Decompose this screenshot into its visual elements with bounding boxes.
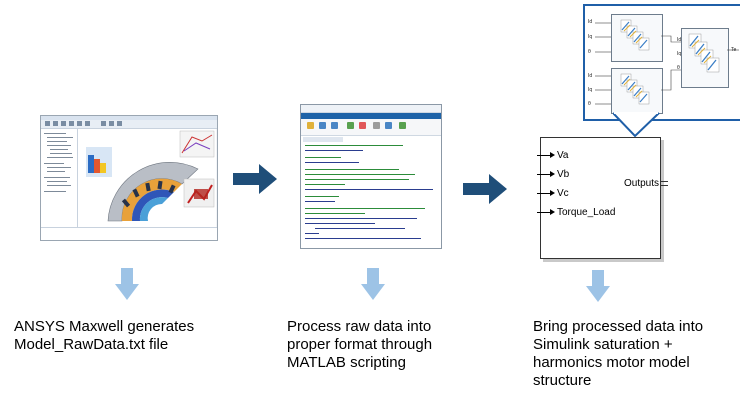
callout-label: θ — [588, 101, 591, 107]
caption-line: MATLAB scripting — [287, 354, 406, 371]
step-1-caption: ANSYS Maxwell generates Model_RawData.tx… — [14, 318, 244, 354]
down-arrow-2 — [361, 268, 385, 300]
input-port-arrow — [537, 209, 555, 215]
caption-line: structure — [533, 372, 592, 389]
caption-line: Simulink saturation + — [533, 336, 673, 353]
callout-wiring — [595, 19, 739, 105]
input-port-arrow — [537, 190, 555, 196]
caption-line: harmonics motor model — [533, 354, 690, 371]
output-port-label: Outputs — [624, 178, 660, 189]
callout-label: Id — [588, 19, 593, 25]
callout-label: θ — [588, 49, 591, 55]
input-port-vc: Vc — [557, 188, 569, 199]
caption-line: proper format through — [287, 336, 433, 353]
input-port-arrow — [537, 152, 555, 158]
flow-arrow-right-2 — [463, 174, 507, 204]
callout-label: Iq — [588, 87, 593, 93]
step-3-caption: Bring processed data into Simulink satur… — [533, 318, 740, 390]
input-port-va: Va — [557, 150, 569, 161]
caption-line: Process raw data into — [287, 318, 432, 335]
lookup-table-block — [611, 14, 663, 62]
matlab-editor-screenshot — [300, 104, 442, 249]
flow-arrow-right-1 — [233, 164, 277, 194]
down-arrow-3 — [586, 270, 610, 302]
callout-pointer — [613, 112, 660, 138]
simulink-block — [540, 137, 661, 259]
callout-label: Iq — [588, 34, 593, 40]
subsystem-detail-callout: Id Iq θ Id Iq θ Id Iq θ Te — [583, 4, 740, 121]
step-2-caption: Process raw data into proper format thro… — [287, 318, 487, 372]
input-port-vb: Vb — [557, 169, 570, 180]
callout-label: θ — [677, 65, 680, 71]
input-port-torque-load: Torque_Load — [557, 207, 616, 218]
output-port-line — [660, 181, 668, 186]
caption-line: ANSYS Maxwell generates — [14, 318, 195, 335]
caption-line: Bring processed data into — [533, 318, 704, 335]
input-port-arrow — [537, 171, 555, 177]
caption-line: Model_RawData.txt file — [14, 336, 169, 353]
down-arrow-1 — [115, 268, 139, 300]
callout-label: Id — [677, 37, 682, 43]
ansys-maxwell-screenshot — [40, 115, 218, 241]
callout-label: Id — [588, 73, 593, 79]
callout-label: Iq — [677, 51, 682, 57]
